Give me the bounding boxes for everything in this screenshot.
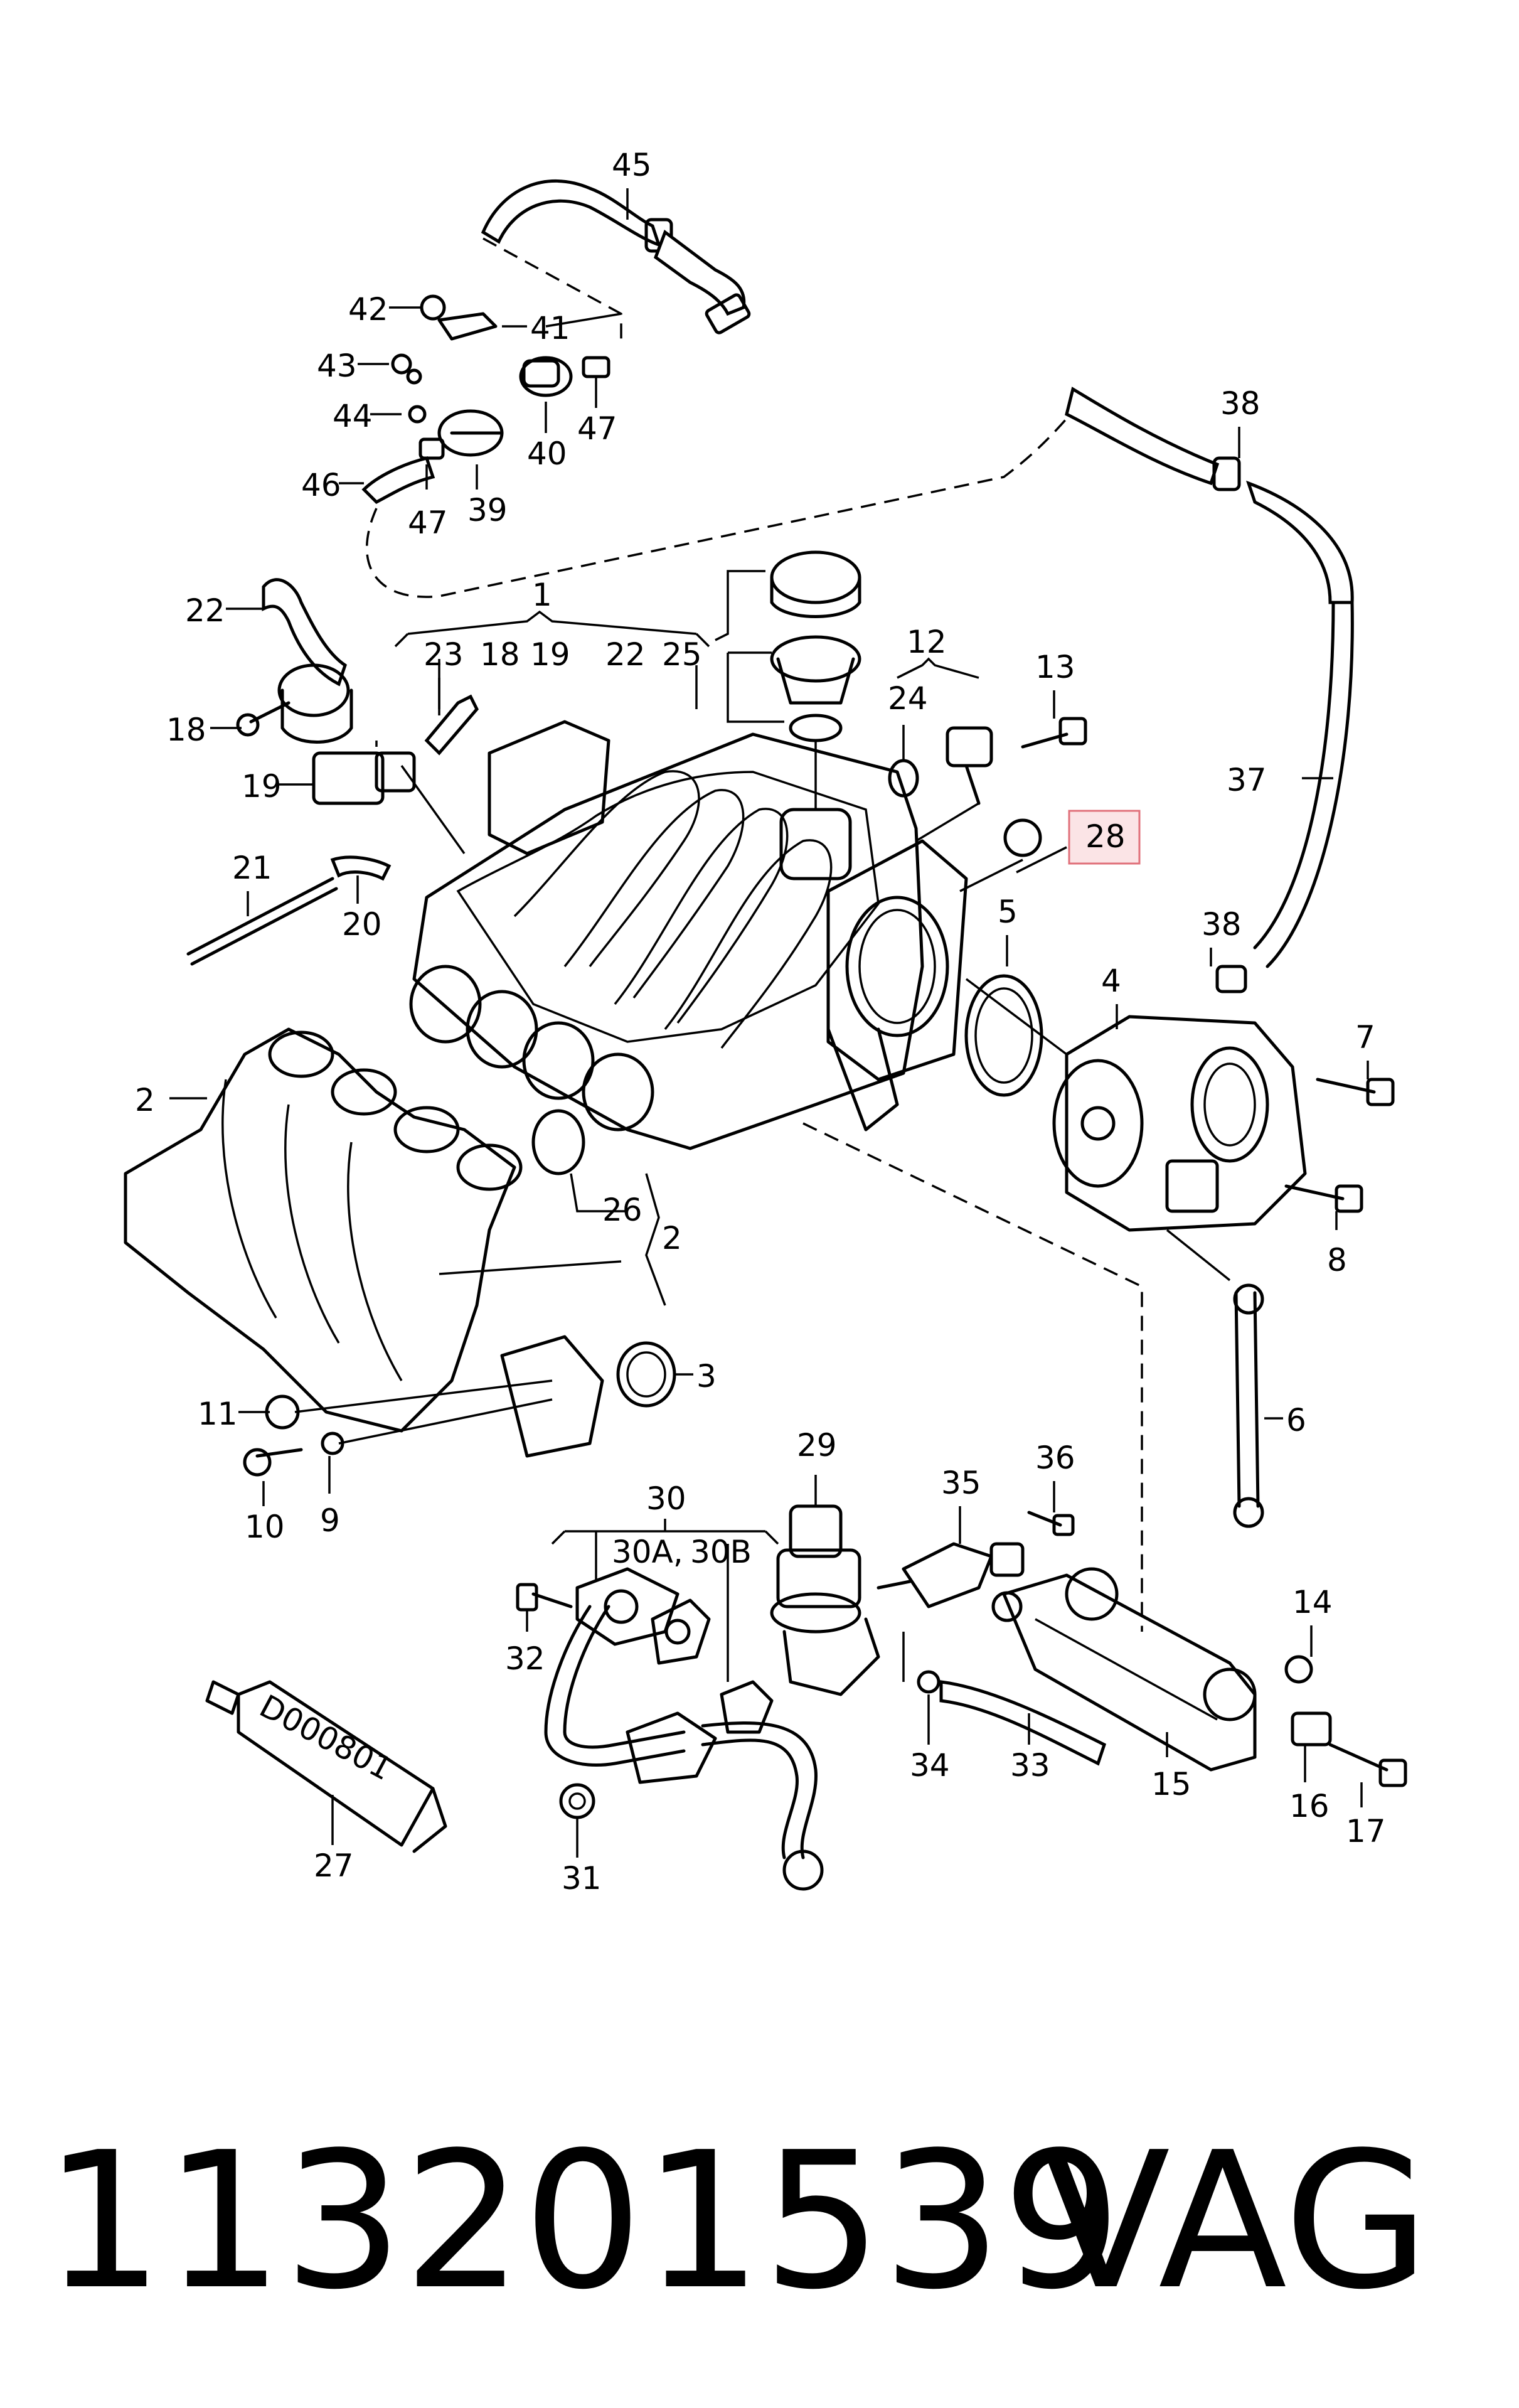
sensor-and-seal-group xyxy=(888,717,1087,874)
callout-47[interactable]: 47 xyxy=(577,410,617,447)
callout-3[interactable]: 3 xyxy=(696,1358,717,1394)
callout-17[interactable]: 17 xyxy=(1346,1813,1386,1849)
callout-2[interactable]: 2 xyxy=(662,1220,682,1256)
tube-label: D000801 xyxy=(253,1688,398,1787)
callout-32[interactable]: 32 xyxy=(505,1640,545,1677)
callout-30[interactable]: 30 xyxy=(646,1480,686,1517)
callout-22[interactable]: 22 xyxy=(185,592,225,629)
callout-30a[interactable]: 30A, xyxy=(612,1534,683,1570)
callout-42[interactable]: 42 xyxy=(348,291,388,328)
callout-9[interactable]: 9 xyxy=(320,1502,340,1539)
callout-36[interactable]: 36 xyxy=(1035,1440,1075,1476)
vacuum-actuator-group xyxy=(186,578,479,966)
callout-1[interactable]: 1 xyxy=(532,577,552,613)
callout-25[interactable]: 25 xyxy=(662,636,702,673)
callout-19[interactable]: 19 xyxy=(530,636,570,673)
callout-47[interactable]: 47 xyxy=(408,505,448,541)
callout-labels: 1 2 2 3 4 5 6 7 8 9 10 11 12 13 14 15 16… xyxy=(135,147,1386,1897)
callout-21[interactable]: 21 xyxy=(232,850,272,886)
callout-8[interactable]: 8 xyxy=(1327,1242,1347,1278)
intake-manifold xyxy=(409,550,968,1150)
lower-manifold xyxy=(124,1027,676,1477)
callout-33[interactable]: 33 xyxy=(1010,1747,1050,1784)
callout-11[interactable]: 11 xyxy=(198,1396,238,1432)
callout-4[interactable]: 4 xyxy=(1101,963,1121,999)
callout-29[interactable]: 29 xyxy=(797,1427,837,1464)
callout-46[interactable]: 46 xyxy=(301,467,341,503)
callout-45[interactable]: 45 xyxy=(612,147,652,183)
callout-10[interactable]: 10 xyxy=(245,1509,285,1545)
egr-valve-group xyxy=(516,1475,1407,1891)
breather-hose-assembly xyxy=(361,179,1354,993)
callout-44[interactable]: 44 xyxy=(333,398,373,434)
callout-20[interactable]: 20 xyxy=(342,906,382,943)
callout-43[interactable]: 43 xyxy=(317,348,357,384)
group-braces xyxy=(169,188,1369,1858)
callout-13[interactable]: 13 xyxy=(1035,649,1075,685)
callout-16[interactable]: 16 xyxy=(1289,1788,1330,1824)
callout-18[interactable]: 18 xyxy=(166,712,206,748)
callout-37[interactable]: 37 xyxy=(1227,762,1267,798)
callout-35[interactable]: 35 xyxy=(941,1465,981,1501)
callout-24[interactable]: 24 xyxy=(888,680,928,717)
callout-38[interactable]: 38 xyxy=(1202,906,1242,943)
callout-38[interactable]: 38 xyxy=(1220,385,1261,422)
callout-34[interactable]: 34 xyxy=(910,1747,950,1784)
callout-28[interactable]: 28 xyxy=(1085,818,1126,855)
callout-5[interactable]: 5 xyxy=(998,894,1018,930)
callout-2[interactable]: 2 xyxy=(135,1082,155,1118)
callout-19[interactable]: 19 xyxy=(242,768,282,805)
callout-31[interactable]: 31 xyxy=(562,1860,602,1897)
callout-7[interactable]: 7 xyxy=(1355,1019,1375,1056)
brand-name: VAG xyxy=(1042,2112,1430,2331)
callout-41[interactable]: 41 xyxy=(530,310,570,346)
callout-26[interactable]: 26 xyxy=(602,1192,642,1228)
callout-23[interactable]: 23 xyxy=(424,636,464,673)
callout-6[interactable]: 6 xyxy=(1286,1402,1306,1438)
callout-15[interactable]: 15 xyxy=(1151,1766,1191,1802)
sealant-tube: D000801 xyxy=(205,1680,447,1853)
callout-12[interactable]: 12 xyxy=(907,624,947,660)
callout-18[interactable]: 18 xyxy=(480,636,520,673)
callout-40[interactable]: 40 xyxy=(527,436,567,472)
part-number: 113201539 xyxy=(44,2112,1122,2331)
callout-22[interactable]: 22 xyxy=(605,636,646,673)
throttle-body xyxy=(959,818,1395,1528)
highlight-box-28 xyxy=(1068,810,1141,865)
callout-30b[interactable]: 30B xyxy=(690,1534,752,1570)
dashed-leader-manifold-to-rail xyxy=(802,1122,1143,1632)
callout-27[interactable]: 27 xyxy=(314,1848,354,1884)
callout-14[interactable]: 14 xyxy=(1292,1584,1333,1620)
callout-39[interactable]: 39 xyxy=(467,492,508,528)
